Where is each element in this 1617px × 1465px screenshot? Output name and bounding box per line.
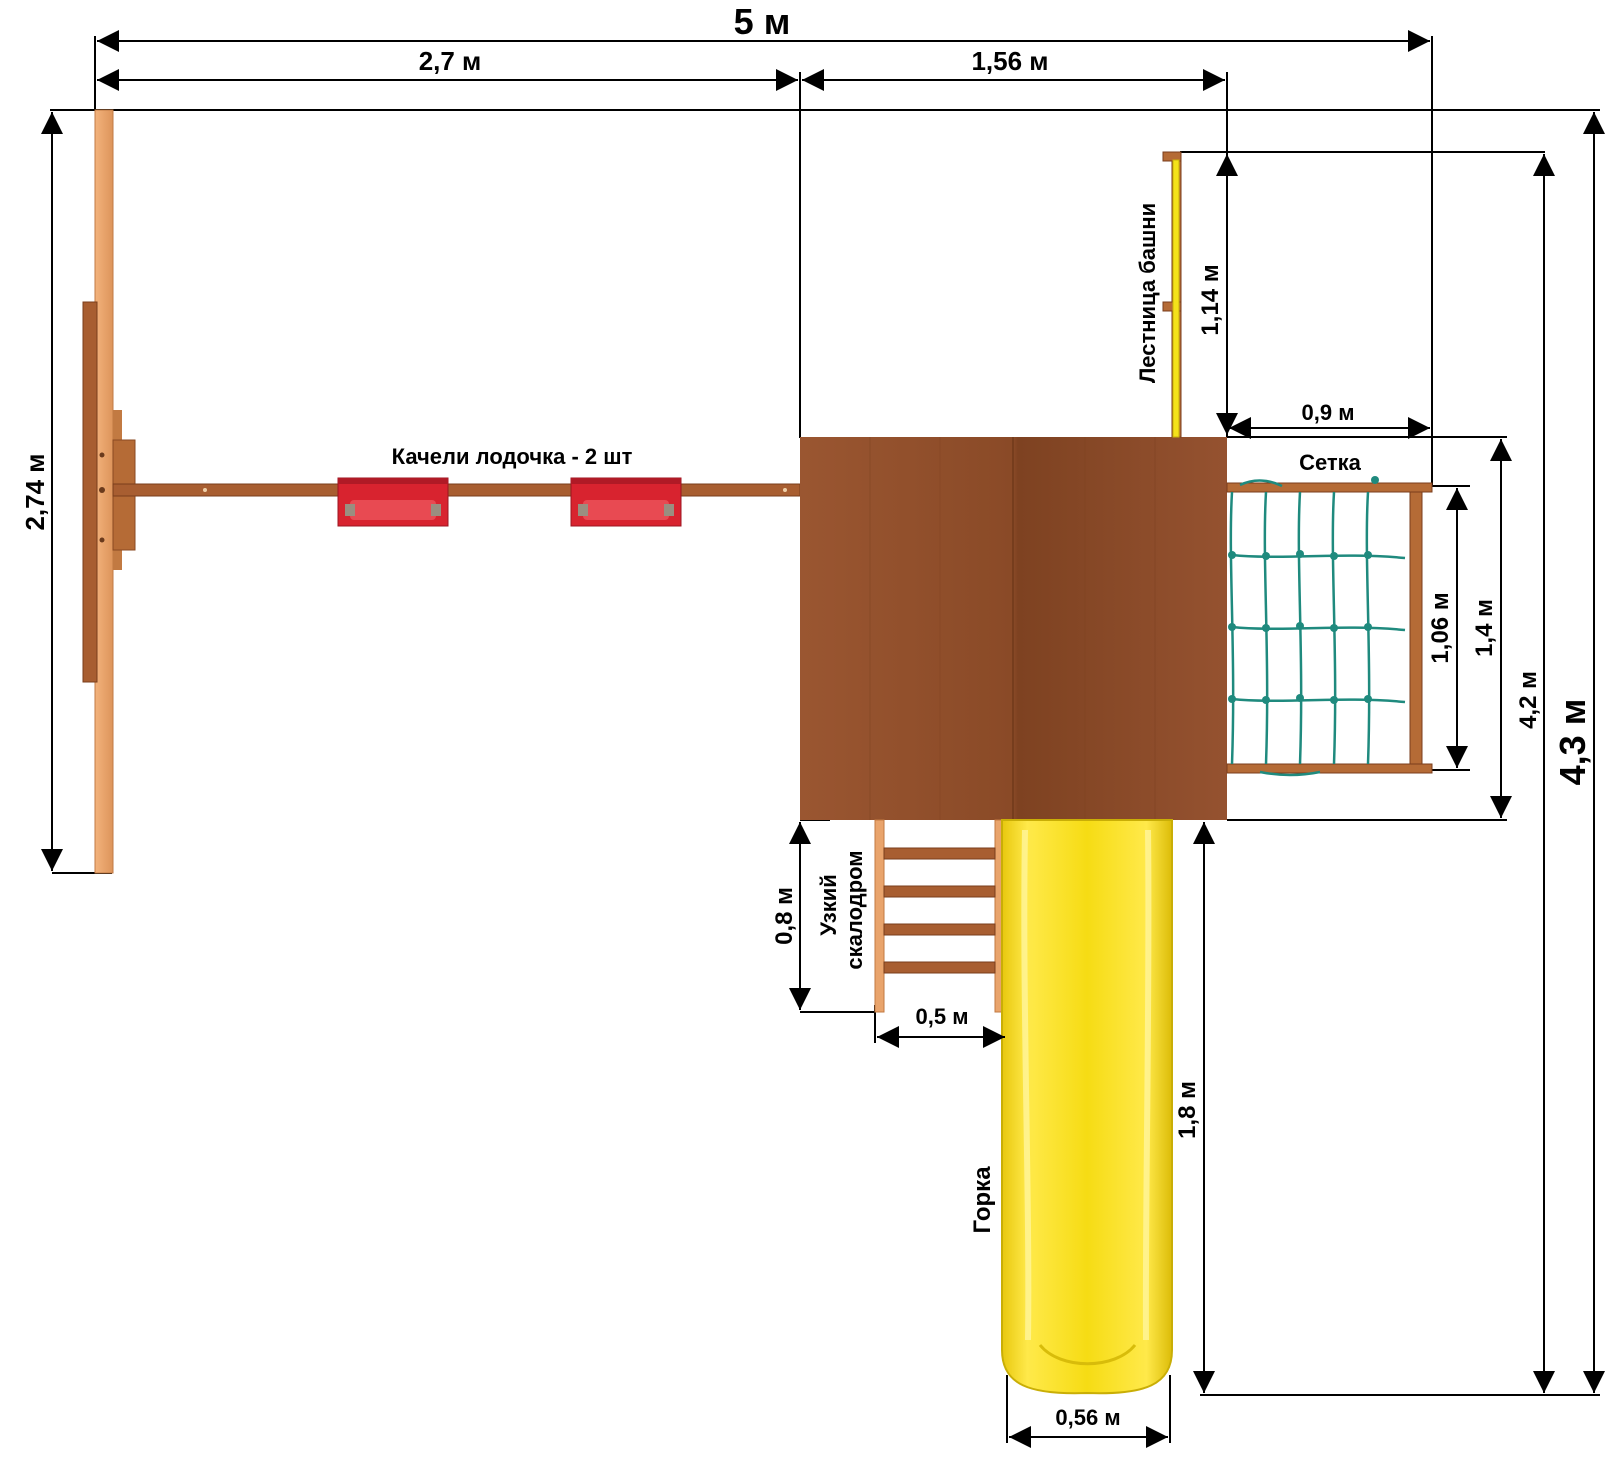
dim-net-offset: 0,9 м (1302, 400, 1355, 425)
dimension-lines (41, 30, 1605, 1448)
dim-tower-slide-depth: 4,2 м (1515, 671, 1542, 729)
label-slide: Горка (969, 1166, 996, 1234)
dim-slide-width: 0,56 м (1055, 1405, 1120, 1430)
dim-total-depth: 4,3 м (1552, 699, 1593, 786)
label-tower-ladder: Лестница башни (1135, 203, 1160, 383)
tower-deck (800, 437, 1227, 820)
slide (1001, 819, 1173, 1395)
swing-seat-2 (570, 477, 682, 527)
dim-net-section: 1,4 м (1471, 599, 1498, 657)
dim-climber-depth: 0,8 м (771, 887, 798, 945)
label-climber-line1: Узкий (816, 874, 841, 936)
dim-swing-frame-width: 2,74 м (20, 453, 50, 530)
tower-ladder (1162, 151, 1182, 438)
label-climber-line2: скалодром (842, 850, 867, 969)
narrow-climber (874, 819, 1005, 1013)
swing-seat-1 (337, 477, 449, 527)
label-swings: Качели лодочка - 2 шт (392, 444, 633, 469)
climbing-net (1226, 476, 1433, 777)
dim-net-inner: 1,06 м (1427, 592, 1454, 663)
swing-beam (112, 483, 801, 497)
dim-climber-width: 0,5 м (916, 1004, 969, 1029)
dim-swing-length: 2,7 м (419, 46, 482, 76)
dim-slide-length: 1,8 м (1174, 1081, 1201, 1139)
label-net: Сетка (1299, 450, 1362, 475)
dim-tower-ladder: 1,14 м (1197, 264, 1224, 335)
dim-tower-width: 1,56 м (971, 46, 1048, 76)
dim-total-width: 5 м (734, 1, 791, 42)
